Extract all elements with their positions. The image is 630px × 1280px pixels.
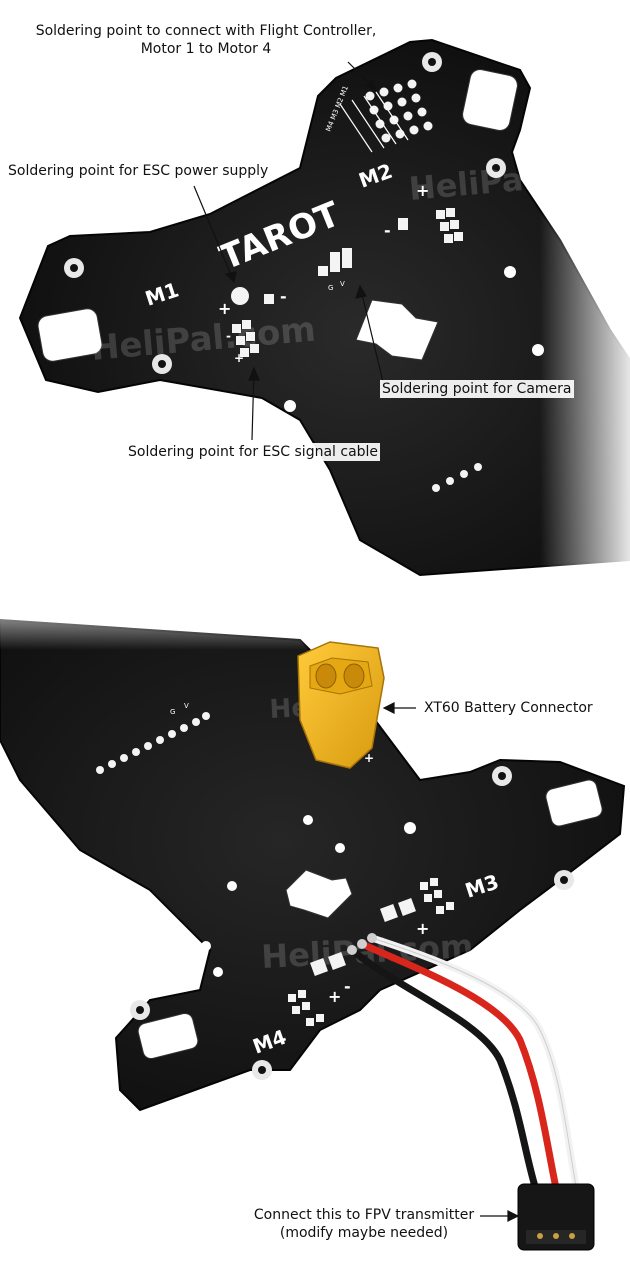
- fpv-servo-connector: [517, 1183, 595, 1251]
- m4-esc-signal-pads: [288, 990, 324, 1026]
- callout-fpv: Connect this to FPV transmitter (modify …: [248, 1206, 480, 1242]
- signal-plus-label: +: [234, 351, 244, 365]
- esc-power-pad-m2: [398, 218, 408, 230]
- callout-esc-signal: Soldering point for ESC signal cable: [126, 443, 381, 461]
- slot-cutout-bottom-right: [545, 779, 603, 827]
- m2-plus-label: +: [416, 181, 429, 200]
- slot-cutout-bottom-left: [137, 1012, 199, 1060]
- callout-fc-motors-line1: Soldering point to connect with Flight C…: [35, 23, 377, 39]
- m3-power-pads: [380, 898, 416, 922]
- board-plate-bottom: [0, 618, 626, 1112]
- fpv-cable: [348, 934, 580, 1194]
- bottom-board-photo: G V HeliPal.com HeliPal.com M3 M4 + +: [0, 590, 630, 1280]
- m4-power-pads: [310, 952, 346, 976]
- callout-esc-power: Soldering point for ESC power supply: [8, 163, 269, 179]
- camera-pads: [318, 248, 352, 276]
- center-cutout-bottom: [285, 869, 353, 919]
- fpv-pad-row: [432, 463, 482, 492]
- esc-plus-label: +: [218, 299, 231, 318]
- fpv-pad-row-bottom: [96, 712, 210, 774]
- fc-silkscreen-lines: [339, 91, 409, 153]
- camera-pin-v: V: [340, 280, 345, 288]
- callout-fpv-line1: Connect this to FPV transmitter: [253, 1207, 475, 1223]
- esc-power-pad-square: [264, 294, 274, 304]
- mounting-holes-bottom: [130, 766, 574, 1080]
- m4-plus-label: +: [328, 987, 341, 1006]
- lighting-fade: [540, 0, 630, 590]
- pad-pin-g: G: [170, 708, 175, 716]
- xt60-connector: +: [297, 641, 385, 769]
- bottom-board-svg: G V HeliPal.com HeliPal.com M3 M4 + +: [0, 590, 630, 1251]
- callout-xt60: XT60 Battery Connector: [424, 700, 593, 716]
- top-board-svg: M4 M3 M2 M1 TAROT HeliPal.com HeliPal.co…: [18, 0, 630, 590]
- board-plate: [18, 38, 630, 577]
- callout-fc-motors-line2: Motor 1 to Motor 4: [140, 41, 272, 57]
- slot-cutout-left: [37, 308, 103, 362]
- esc-signal-pads: [232, 320, 259, 357]
- m3-plus-label: +: [416, 919, 429, 938]
- slot-cutout-right: [462, 68, 518, 132]
- callout-fc-motors: Soldering point to connect with Flight C…: [26, 22, 386, 58]
- pad-pin-v: V: [184, 702, 189, 710]
- camera-pin-g: G: [328, 284, 333, 292]
- cable-solder-joints: [347, 933, 377, 955]
- signal-minus-label: -: [226, 329, 231, 343]
- top-board-photo: M4 M3 M2 M1 TAROT HeliPal.com HeliPal.co…: [0, 0, 630, 590]
- callout-camera: Soldering point for Camera: [380, 380, 574, 398]
- callout-fpv-line2: (modify maybe needed): [279, 1225, 449, 1241]
- esc-power-pad-round: [231, 287, 249, 305]
- m4-minus-label: -: [344, 977, 351, 996]
- xt60-plus-label: +: [364, 751, 374, 765]
- m3-esc-signal-pads: [420, 878, 454, 914]
- center-cutout: [355, 299, 439, 361]
- callout-arrows: [193, 61, 385, 441]
- mounting-holes: [64, 52, 544, 465]
- m2-esc-signal-pads: [436, 208, 463, 243]
- callout-arrows-bottom: [382, 702, 520, 1222]
- lighting-fade-top: [0, 590, 630, 650]
- m2-minus-label: -: [384, 221, 391, 240]
- esc-minus-label: -: [280, 287, 287, 306]
